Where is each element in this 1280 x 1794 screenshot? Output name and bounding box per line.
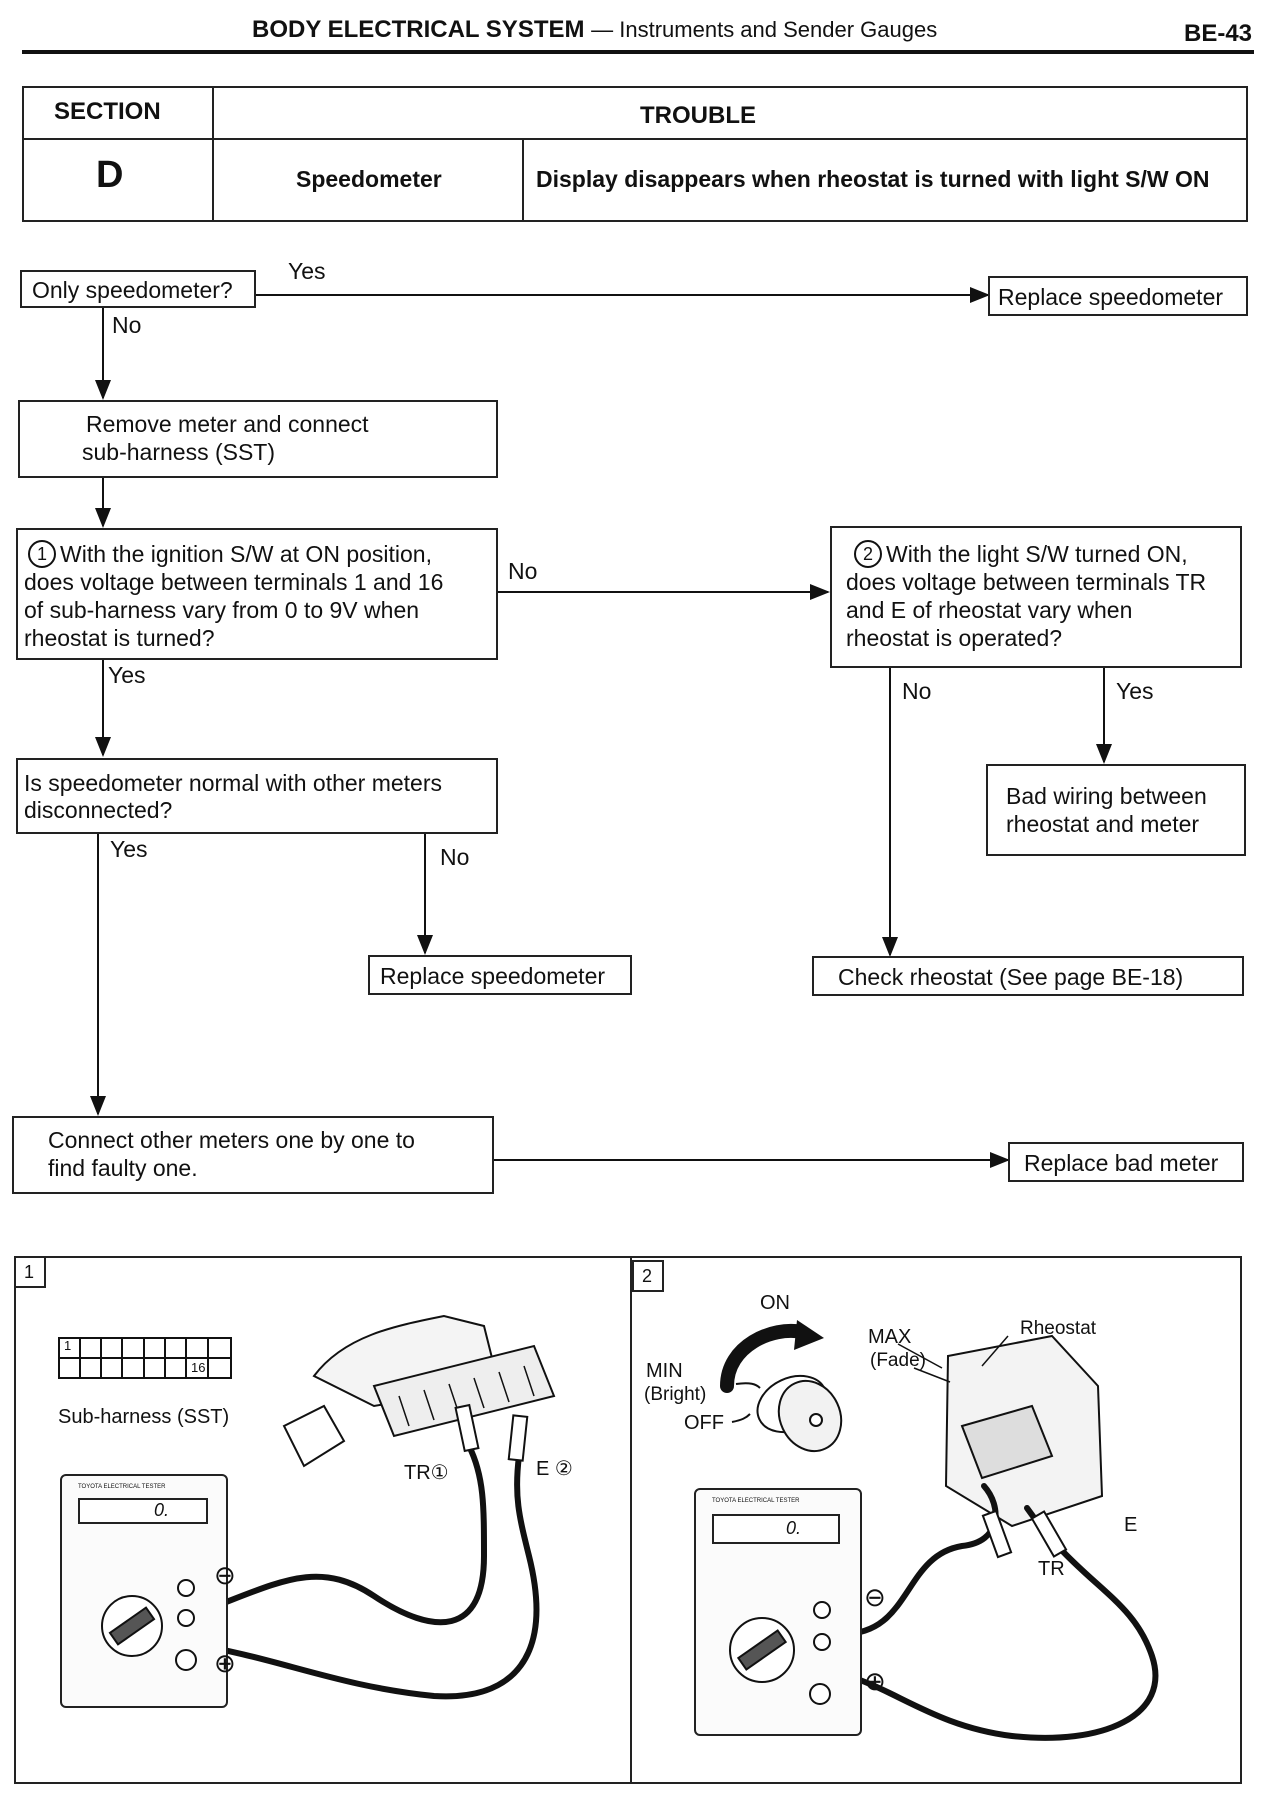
dial-min-label: MIN	[646, 1360, 683, 1382]
question-3-line-2: disconnected?	[24, 797, 173, 823]
question-2-line-3: and E of rheostat vary when	[846, 597, 1133, 623]
no-label-1: No	[112, 312, 142, 338]
multimeter-2: TOYOTA ELECTRICAL TESTER 0.	[694, 1488, 862, 1736]
no-label-q3: No	[440, 844, 470, 870]
question-2-box: 2 With the light S/W turned ON, does vol…	[830, 526, 1242, 668]
rheostat-label: Rheostat	[1020, 1318, 1097, 1339]
no-label-q2: No	[902, 678, 932, 704]
yes-label-q1: Yes	[108, 662, 146, 688]
trouble-problem: Display disappears when rheostat is turn…	[536, 166, 1210, 192]
panel-1: 1 1 16 Sub-harness (SST)	[14, 1256, 630, 1784]
question-2-number: 2	[854, 540, 882, 568]
replace-speedometer-box-1: Replace speedometer	[988, 276, 1248, 316]
header-title: BODY ELECTRICAL SYSTEM	[252, 16, 585, 43]
page-number: BE-43	[1184, 20, 1253, 47]
tr-probe-label: TR①	[404, 1462, 449, 1484]
replace-speedometer-box-2: Replace speedometer	[368, 955, 632, 995]
remove-meter-line-2: sub-harness (SST)	[82, 439, 276, 465]
illustration-frame	[14, 1256, 1242, 1784]
sub-harness-label: Sub-harness (SST)	[58, 1406, 230, 1428]
replace-bad-meter-box: Replace bad meter	[1008, 1142, 1244, 1182]
plus-terminal-label-1: ⊕	[214, 1648, 236, 1678]
question-1-number: 1	[28, 540, 56, 568]
only-speedometer-box: Only speedometer?	[20, 270, 256, 308]
multimeter-1: TOYOTA ELECTRICAL TESTER 0.	[60, 1474, 228, 1708]
question-1-line-4: rheostat is turned?	[24, 625, 215, 651]
multimeter-2-brand: TOYOTA ELECTRICAL TESTER	[712, 1498, 800, 1504]
multimeter-1-dial-icon	[101, 1579, 197, 1671]
bad-wiring-box: Bad wiring between rheostat and meter	[986, 764, 1246, 856]
table-vline-1	[212, 88, 214, 220]
connector-grid-icon	[58, 1337, 232, 1379]
question-3-line-1: Is speedometer normal with other meters	[24, 770, 443, 796]
rheostat-e-label: E	[1124, 1514, 1138, 1536]
question-2-line-2: does voltage between terminals TR	[846, 569, 1207, 595]
panel-1-number: 1	[24, 1262, 35, 1282]
minus-terminal-label-1: ⊖	[214, 1560, 236, 1590]
connect-meters-line-1: Connect other meters one by one to	[48, 1127, 415, 1153]
panel-2: 2 ON MAX (Fade) MIN (Bright) OFF Rheosta…	[632, 1256, 1242, 1784]
question-3-box: Is speedometer normal with other meters …	[16, 758, 498, 834]
yes-label-q3: Yes	[110, 836, 148, 862]
section-label: SECTION	[54, 98, 161, 125]
multimeter-2-dial-icon	[729, 1601, 831, 1705]
minus-terminal-label-2: ⊖	[864, 1582, 886, 1612]
connector-pin-16: 16	[191, 1360, 206, 1375]
question-1-line-3: of sub-harness vary from 0 to 9V when	[24, 597, 420, 623]
panel-2-number-box: 2	[632, 1260, 664, 1292]
question-1-box: 1 With the ignition S/W at ON position, …	[16, 528, 498, 660]
check-rheostat-box: Check rheostat (See page BE-18)	[812, 956, 1244, 996]
no-label-q1: No	[508, 558, 538, 584]
only-speedometer-text: Only speedometer?	[32, 277, 233, 303]
replace-speedometer-text-2: Replace speedometer	[380, 963, 606, 989]
page-header: BODY ELECTRICAL SYSTEM — Instruments and…	[252, 16, 937, 44]
plus-terminal-label-2: ⊕	[864, 1666, 886, 1696]
remove-meter-line-1: Remove meter and connect	[86, 411, 369, 437]
rheostat-tr-label: TR	[1038, 1558, 1065, 1580]
yes-label-q2: Yes	[1116, 678, 1154, 704]
connector-pin-1: 1	[64, 1338, 72, 1353]
yes-label-1: Yes	[288, 258, 326, 284]
e-probe-label: E ②	[536, 1458, 573, 1480]
connect-meters-line-2: find faulty one.	[48, 1155, 198, 1181]
bad-wiring-line-1: Bad wiring between	[1006, 783, 1207, 809]
illustration-divider	[630, 1256, 632, 1784]
connect-meters-box: Connect other meters one by one to find …	[12, 1116, 494, 1194]
panel-2-number: 2	[642, 1266, 653, 1286]
dial-off-label: OFF	[684, 1412, 724, 1434]
section-value: D	[96, 154, 124, 196]
panel-1-number-box: 1	[14, 1256, 46, 1288]
replace-bad-meter-text: Replace bad meter	[1024, 1150, 1219, 1176]
replace-speedometer-text-1: Replace speedometer	[998, 284, 1224, 310]
multimeter-1-reading: 0.	[154, 1500, 170, 1520]
check-rheostat-text: Check rheostat (See page BE-18)	[838, 964, 1184, 990]
dial-fade-label: (Fade)	[870, 1350, 926, 1371]
question-2-line-1: With the light S/W turned ON,	[886, 541, 1188, 567]
header-subtitle: — Instruments and Sender Gauges	[591, 17, 938, 42]
multimeter-1-display: 0.	[78, 1498, 208, 1524]
dial-on-label: ON	[760, 1292, 790, 1314]
rheostat-knob-icon	[720, 1320, 1159, 1741]
remove-meter-box: Remove meter and connect sub-harness (SS…	[18, 400, 498, 478]
sub-harness-connector-icon	[282, 1314, 556, 1468]
question-2-line-4: rheostat is operated?	[846, 625, 1063, 651]
multimeter-2-reading: 0.	[786, 1518, 802, 1538]
trouble-table: SECTION TROUBLE D Speedometer Display di…	[22, 86, 1248, 222]
question-1-line-2: does voltage between terminals 1 and 16	[24, 569, 444, 595]
table-hline	[24, 138, 1246, 140]
multimeter-2-display: 0.	[712, 1514, 840, 1544]
trouble-component: Speedometer	[296, 166, 442, 192]
bad-wiring-line-2: rheostat and meter	[1006, 811, 1200, 837]
multimeter-1-brand: TOYOTA ELECTRICAL TESTER	[78, 1484, 166, 1490]
test-lead-wires	[186, 1403, 540, 1700]
dial-bright-label: (Bright)	[644, 1384, 707, 1405]
connector-pin-grid: 1 16	[58, 1336, 234, 1379]
question-1-line-1: With the ignition S/W at ON position,	[60, 541, 432, 567]
trouble-label: TROUBLE	[640, 102, 756, 129]
table-vline-2	[522, 138, 524, 220]
dial-max-label: MAX	[868, 1326, 912, 1348]
header-rule	[22, 50, 1254, 54]
